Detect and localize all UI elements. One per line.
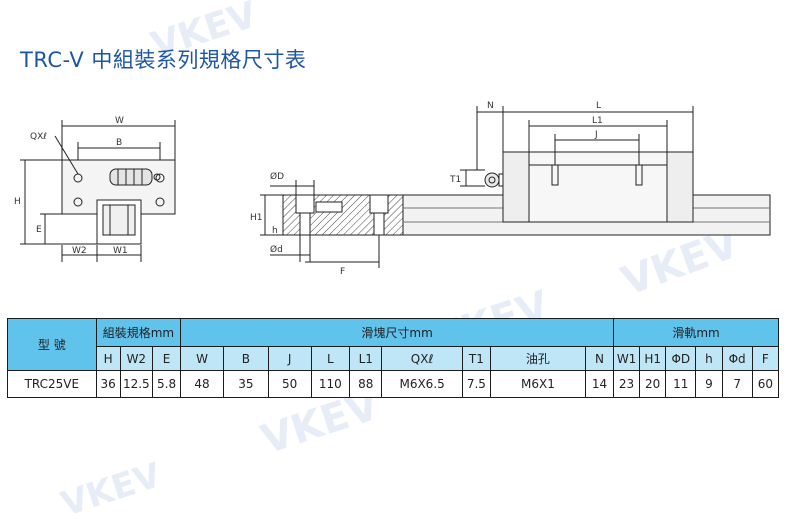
table-cell: 20: [639, 370, 667, 398]
table-row: TRC25VE 36 12.5 5.8 48 35 50 110 88 M6X6…: [7, 370, 780, 398]
col-header: B: [222, 346, 269, 371]
col-header: T1: [461, 346, 491, 371]
label-phi-d-small: Ød: [270, 244, 283, 255]
table-cell: 60: [751, 370, 780, 398]
table-cell: 35: [222, 370, 269, 398]
label-h1: H1: [250, 213, 263, 223]
col-header: W1: [613, 346, 641, 371]
technical-drawing: QXℓ W B H E W2 W1 ØD H1 h Ød F: [14, 101, 771, 277]
col-header: Φd: [721, 346, 753, 371]
label-w2: W2: [72, 246, 87, 256]
col-header: h: [695, 346, 723, 371]
col-header: F: [751, 346, 780, 371]
col-header: N: [584, 346, 615, 371]
watermark: VKEV: [56, 455, 166, 525]
label-t1: T1: [449, 175, 461, 185]
page-title: TRC-V 中組裝系列規格尺寸表: [20, 48, 307, 72]
table-cell: 50: [267, 370, 312, 398]
front-view: [20, 120, 176, 262]
col-header: W2: [119, 346, 153, 371]
group-header-assembly: 組裝規格mm: [95, 318, 182, 347]
model-header: 型 號: [7, 318, 97, 371]
col-header: QXℓ: [381, 346, 463, 371]
label-w1: W1: [113, 246, 128, 256]
table-cell: 36: [95, 370, 121, 398]
col-header: L1: [349, 346, 383, 371]
table-cell: 23: [613, 370, 641, 398]
table-cell: M6X1: [489, 370, 586, 398]
model-cell: TRC25VE: [7, 370, 97, 398]
side-view: [460, 106, 694, 223]
table-cell: 12.5: [119, 370, 153, 398]
table-cell: 88: [349, 370, 383, 398]
col-header: H1: [639, 346, 667, 371]
col-header: 油孔: [489, 346, 586, 371]
label-j: J: [594, 130, 598, 140]
group-header-block: 滑塊尺寸mm: [180, 318, 615, 347]
label-qxl: QXℓ: [30, 132, 47, 142]
label-h-small: h: [272, 226, 278, 236]
label-e: E: [36, 225, 42, 235]
col-header: W: [180, 346, 224, 371]
col-header: ΦD: [665, 346, 697, 371]
label-b: B: [116, 138, 122, 148]
label-l1: L1: [592, 116, 603, 126]
col-header: H: [95, 346, 121, 371]
table-cell: 9: [695, 370, 723, 398]
group-header-rail: 滑軌mm: [613, 318, 779, 347]
table-cell: 110: [310, 370, 351, 398]
label-f: F: [340, 267, 345, 277]
label-phi-d-big: ØD: [270, 171, 284, 182]
col-header: E: [151, 346, 182, 371]
col-header: L: [310, 346, 351, 371]
table-header-row: 型 號 組裝規格mm 滑塊尺寸mm 滑軌mm: [7, 318, 779, 371]
spec-table: 型 號 組裝規格mm 滑塊尺寸mm 滑軌mm H W2 E W B J L L1…: [7, 318, 780, 398]
table-cell: 48: [180, 370, 224, 398]
table-cell: 14: [584, 370, 615, 398]
label-w: W: [115, 116, 124, 126]
table-subheader-row: H W2 E W B J L L1 QXℓ T1 油孔 N W1 H1 ΦD h…: [8, 346, 780, 371]
table-cell: 5.8: [151, 370, 182, 398]
table-cell: M6X6.5: [381, 370, 463, 398]
table-cell: 11: [665, 370, 697, 398]
table-cell: 7.5: [461, 370, 491, 398]
label-h: H: [14, 197, 21, 207]
label-n: N: [487, 101, 494, 111]
col-header: J: [267, 346, 312, 371]
label-l: L: [596, 101, 601, 111]
table-cell: 7: [721, 370, 753, 398]
